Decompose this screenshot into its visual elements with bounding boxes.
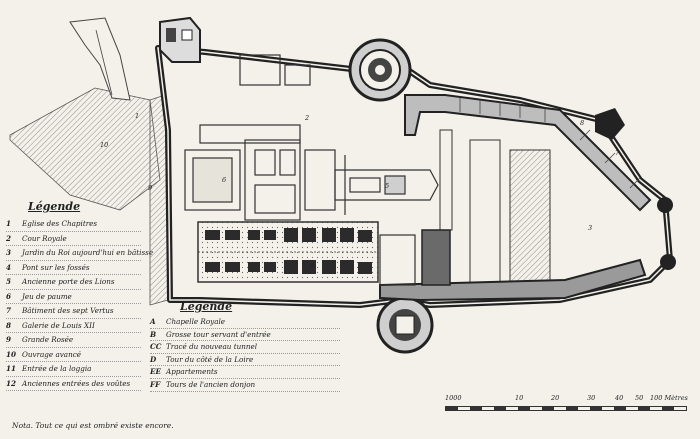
legend-item-key: 7 bbox=[6, 306, 12, 315]
legend-numbered-list: 1 Eglise des Chapitres 2 Cour Royale 3 Jard… bbox=[6, 217, 156, 391]
legend-item: D Tour du côté de la Loire bbox=[150, 354, 340, 367]
legend-item-label: Grosse tour servant d'entrée bbox=[166, 329, 271, 339]
legend-lettered: Légende A Chapelle Royale B Grosse tour se… bbox=[150, 300, 370, 392]
nota-existing-note: Nota. Tout ce qui est ombré existe encor… bbox=[12, 421, 174, 430]
scale-label: 10 bbox=[515, 394, 524, 402]
legend-item: 6 Jeu de paume bbox=[6, 290, 141, 304]
legend-item-key: 8 bbox=[6, 320, 12, 330]
plan-label-2: 2 bbox=[304, 114, 309, 122]
legend-item: FF Tours de l'ancien donjon bbox=[150, 379, 340, 392]
plan-label-8: 8 bbox=[580, 119, 584, 127]
royal-garden bbox=[197, 221, 379, 283]
legend-item-label: Bâtiment des sept Vertus bbox=[22, 306, 114, 315]
tower-heurtault bbox=[376, 296, 434, 354]
legend-item: CC Tracé du nouveau tunnel bbox=[150, 341, 340, 354]
scale-label: 1000 bbox=[445, 394, 462, 402]
legend-item-label: Appartements bbox=[166, 367, 218, 377]
south-wing bbox=[379, 229, 647, 302]
legend-item-key: 9 bbox=[6, 335, 12, 344]
legend-item: 5 Ancienne porte des Lions bbox=[6, 275, 141, 290]
legend-numbered: Légende 1 Eglise des Chapitres 2 Cour Roya… bbox=[6, 200, 156, 391]
legend-item-key: 1 bbox=[6, 219, 12, 228]
legend-item: 8 Galerie de Louis XII bbox=[6, 319, 141, 333]
legend-item-key: 10 bbox=[6, 349, 17, 359]
plan-label-3: 3 bbox=[588, 224, 592, 232]
legend-item-key: A bbox=[150, 317, 156, 326]
scale-bar: 1000 10 20 30 40 50 100 Mètres bbox=[445, 392, 690, 418]
plan-label-5: 5 bbox=[385, 182, 389, 190]
plan-label-7: 7 bbox=[615, 149, 620, 157]
legend-item-label: Pont sur les fossés bbox=[22, 262, 90, 272]
plan-label-1: 1 bbox=[135, 112, 139, 120]
east-wing bbox=[404, 94, 652, 291]
legend-item: EE Appartements bbox=[150, 366, 340, 379]
scale-label: 20 bbox=[551, 394, 560, 402]
legend-item-key: 12 bbox=[6, 378, 17, 388]
legend-item-label: Chapelle Royale bbox=[166, 317, 226, 326]
legend-item-label: Jardin du Roi aujourd'hui en bâtisse bbox=[22, 248, 154, 257]
legend-item-label: Eglise des Chapitres bbox=[22, 219, 98, 228]
scale-label: 30 bbox=[587, 394, 596, 402]
scale-label: 40 bbox=[615, 394, 624, 402]
legend-item-key: 3 bbox=[6, 248, 12, 257]
legend-item-key: CC bbox=[150, 342, 162, 352]
plan-number-labels: 10 9 1 6 2 3 7 8 5 4 bbox=[100, 112, 620, 270]
plan-label-6: 6 bbox=[222, 176, 226, 184]
legend-numbered-title: Légende bbox=[28, 200, 81, 213]
legend-item-key: 4 bbox=[6, 262, 12, 272]
legend-item-key: 11 bbox=[6, 364, 17, 373]
north-west-gate bbox=[159, 16, 201, 63]
legend-item: 4 Pont sur les fossés bbox=[6, 261, 141, 275]
plan-label-4: 4 bbox=[309, 262, 314, 270]
legend-item-key: FF bbox=[150, 379, 161, 389]
legend-item-label: Galerie de Louis XII bbox=[22, 320, 95, 330]
legend-item-key: EE bbox=[150, 367, 161, 377]
legend-item: 12 Anciennes entrées des voûtes bbox=[6, 377, 141, 391]
legend-item: 11 Entrée de la loggia bbox=[6, 362, 141, 377]
outer-earthworks bbox=[9, 17, 169, 306]
legend-item-label: Cour Royale bbox=[22, 233, 67, 243]
legend-item-key: 6 bbox=[6, 291, 12, 301]
legend-item-label: Anciennes entrées des voûtes bbox=[22, 378, 131, 388]
tower-minimes bbox=[348, 38, 412, 102]
scale-label: 100 Mètres bbox=[650, 394, 688, 402]
legend-lettered-title: Légende bbox=[180, 300, 233, 313]
legend-item-label: Jeu de paume bbox=[22, 291, 72, 301]
legend-item-label: Ancienne porte des Lions bbox=[22, 277, 115, 286]
legend-item: A Chapelle Royale bbox=[150, 316, 340, 329]
legend-item-key: 5 bbox=[6, 277, 12, 286]
scale-label: 50 bbox=[635, 394, 644, 402]
legend-item-label: Tour du côté de la Loire bbox=[166, 354, 254, 364]
legend-item: 7 Bâtiment des sept Vertus bbox=[6, 304, 141, 319]
legend-item: 2 Cour Royale bbox=[6, 232, 141, 246]
legend-item: 9 Grande Rosée bbox=[6, 333, 141, 348]
legend-item: 10 Ouvrage avancé bbox=[6, 348, 141, 362]
legend-item-label: Ouvrage avancé bbox=[22, 349, 81, 359]
legend-item-label: Entrée de la loggia bbox=[22, 364, 92, 373]
legend-item-key: D bbox=[150, 354, 157, 364]
legend-item-label: Tours de l'ancien donjon bbox=[166, 379, 256, 389]
legend-item: 3 Jardin du Roi aujourd'hui en bâtisse bbox=[6, 246, 153, 261]
legend-item: B Grosse tour servant d'entrée bbox=[150, 329, 340, 342]
scale-bar-graphic bbox=[445, 406, 687, 411]
east-towers bbox=[595, 108, 676, 270]
legend-lettered-list: A Chapelle Royale B Grosse tour servant d'… bbox=[150, 316, 370, 392]
chapelle-royale bbox=[334, 155, 439, 215]
legend-item-key: B bbox=[150, 329, 157, 339]
legend-item: 1 Eglise des Chapitres bbox=[6, 217, 141, 232]
legend-item-label: Tracé du nouveau tunnel bbox=[166, 342, 258, 352]
legend-item-label: Grande Rosée bbox=[22, 335, 74, 344]
inner-buildings bbox=[184, 54, 336, 221]
legend-item-key: 2 bbox=[6, 233, 12, 243]
plan-label-10: 10 bbox=[100, 141, 108, 149]
plan-label-9: 9 bbox=[148, 184, 152, 192]
